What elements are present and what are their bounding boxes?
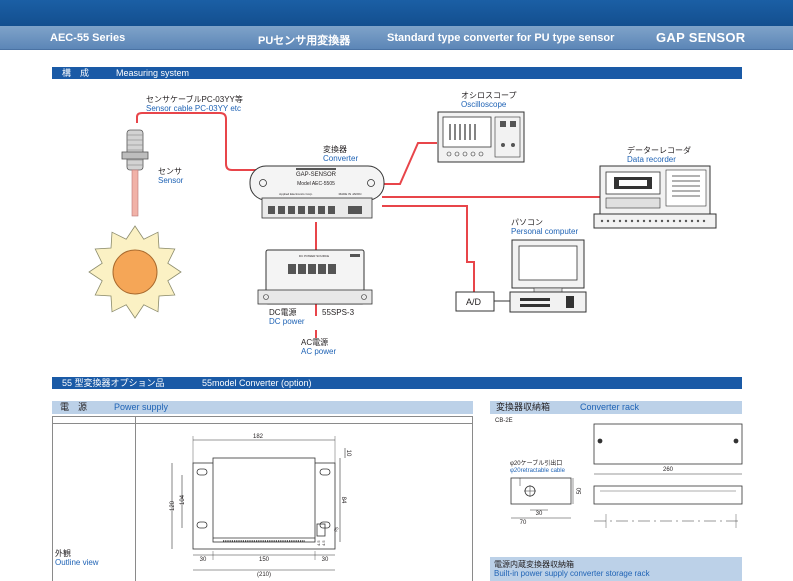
rack-dim-length: 260	[663, 467, 674, 473]
section-title-en: Measuring system	[116, 68, 190, 78]
dim-center: 150	[259, 557, 270, 563]
converter-label-jp: 変換器	[323, 145, 347, 154]
brand-logo: GAP SENSOR	[656, 30, 746, 45]
dim-side-b: 4.5	[321, 540, 326, 546]
dc-panel-label: DC POWER SOURCE	[299, 254, 329, 258]
cables	[136, 112, 600, 338]
section-measuring-system: 構 成 Measuring system	[52, 67, 742, 79]
data-recorder-device	[593, 165, 717, 229]
power-supply-jp: 電 源	[60, 402, 88, 412]
dim-left-margin: 30	[200, 557, 207, 563]
sensor-cable-label-en: Sensor cable PC-03YY etc	[146, 104, 242, 113]
title-japanese: PUセンサ用変換器	[258, 35, 351, 47]
rack-dim-outer: 70	[520, 520, 527, 526]
power-supply-outline	[171, 436, 346, 571]
converter-label-en: Converter	[323, 154, 359, 163]
converter-model: Model AEC-5505	[297, 181, 335, 187]
rack-dim-inner: 30	[536, 511, 543, 517]
data-recorder-label-jp: データーレコーダ	[627, 146, 691, 155]
outline-table-rule	[52, 423, 473, 424]
ad-label: A/D	[466, 297, 482, 307]
converter-rack-outline	[510, 423, 743, 528]
converter-maker: Applied Electronics Corp.	[279, 192, 313, 196]
outline-label-en: Outline view	[55, 558, 99, 567]
storage-rack-en: Built-in power supply converter storage …	[494, 569, 650, 578]
dc-power-label-en: DC power	[269, 317, 305, 326]
rack-dim-height: 50	[577, 487, 583, 494]
dim-height-outer: 120	[170, 500, 176, 511]
top-banner	[0, 0, 793, 26]
dim-side-a: 4.5	[316, 540, 321, 546]
dim-total: (210)	[257, 572, 271, 578]
options-title-jp: 55 型変換器オプション品	[62, 378, 165, 388]
dc-power-model: 55SPS-3	[322, 308, 355, 317]
sensor-label-jp: センサ	[158, 167, 182, 176]
dc-power-label-jp: DC電源	[269, 308, 297, 317]
rack-model-label: CB-2E	[495, 418, 513, 424]
section-options: 55 型変換器オプション品 55model Converter (option)	[52, 377, 742, 389]
subsection-power-supply: 電 源 Power supply	[52, 401, 473, 414]
ac-power-label-en: AC power	[301, 347, 337, 356]
gear-target	[88, 225, 182, 319]
converter-device	[249, 165, 385, 219]
sensor-drawing	[121, 129, 149, 217]
dim-width-top: 182	[253, 434, 264, 440]
power-supply-en: Power supply	[114, 402, 169, 412]
dim-right-top: 10	[345, 450, 351, 457]
ac-power-label-jp: AC電源	[301, 338, 329, 347]
options-title-en: 55model Converter (option)	[202, 378, 312, 388]
computer-device	[509, 239, 587, 313]
data-recorder-label-en: Data recorder	[627, 155, 676, 164]
section-title-jp: 構 成	[62, 68, 90, 78]
converter-rack-en: Converter rack	[580, 402, 640, 412]
sensor-cable-label-jp: センサケーブルPC-03YY等	[146, 95, 243, 104]
title-english: Standard type converter for PU type sens…	[387, 32, 615, 44]
oscilloscope-label-en: Oscilloscope	[461, 100, 507, 109]
storage-rack-jp: 電源内蔵変換器収納箱	[494, 560, 574, 569]
header-bar: AEC-55 Series PUセンサ用変換器 Standard type co…	[0, 26, 793, 50]
ad-converter-box	[455, 291, 510, 312]
dc-power-device	[257, 249, 373, 305]
oscilloscope-device	[437, 111, 525, 163]
dim-right-height: 84	[340, 497, 346, 504]
computer-label-jp: パソコン	[511, 218, 543, 227]
outline-label-jp: 外観	[55, 549, 71, 558]
dim-side-c: (8)	[333, 525, 340, 532]
computer-label-en: Personal computer	[511, 227, 579, 236]
converter-rack-jp: 変換器収納箱	[496, 402, 551, 412]
subsection-converter-rack: 変換器収納箱 Converter rack	[490, 401, 742, 414]
cable-outlet-en: φ20retractable cable	[510, 468, 565, 474]
sensor-label-en: Sensor	[158, 176, 184, 185]
outline-table-divider	[135, 416, 136, 581]
cable-outlet-jp: φ20ケーブル引出口	[510, 461, 563, 467]
outline-table	[52, 416, 473, 581]
series-title: AEC-55 Series	[50, 32, 126, 44]
dim-right-margin: 30	[322, 557, 329, 563]
dim-height-inner: 104	[180, 494, 186, 505]
converter-brand: GAP-SENSOR	[296, 172, 337, 178]
oscilloscope-label-jp: オシロスコープ	[461, 91, 517, 100]
converter-origin: MADE IN JAPAN	[339, 192, 362, 196]
subsection-storage-rack: 電源内蔵変換器収納箱 Built-in power supply convert…	[490, 557, 742, 581]
